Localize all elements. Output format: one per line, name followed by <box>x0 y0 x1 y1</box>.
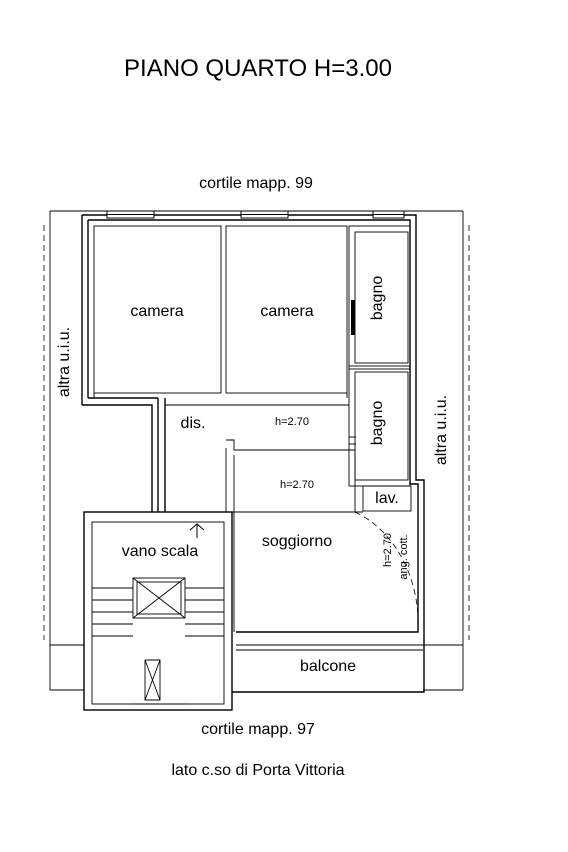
dis-height: h=2.70 <box>275 416 309 428</box>
balcony <box>236 644 423 651</box>
room-vano-scala: vano scala <box>122 543 199 560</box>
soggiorno-height: h=2.70 <box>280 479 314 491</box>
top-courtyard-label: cortile mapp. 99 <box>199 175 313 192</box>
room-labels: camera camera bagno bagno dis. h=2.70 h=… <box>122 276 410 675</box>
room-lav: lav. <box>375 490 399 507</box>
street-label: lato c.so di Porta Vittoria <box>171 762 344 779</box>
room-soggiorno: soggiorno <box>262 533 332 550</box>
stair-arrow-icon <box>189 523 205 538</box>
room-camera-2: camera <box>260 303 313 320</box>
bathroom-walls <box>348 225 412 512</box>
plan-title: PIANO QUARTO H=3.00 <box>124 55 392 82</box>
right-neighbour-label: altra u.i.u. <box>433 395 450 465</box>
neighbour-boundary <box>43 210 470 691</box>
room-camera-1: camera <box>130 303 183 320</box>
room-ang-cott: ang. cott. <box>398 534 410 579</box>
bottom-courtyard-label: cortile mapp. 97 <box>201 721 315 738</box>
apartment-walls <box>81 214 425 693</box>
bedroom-walls <box>93 225 348 398</box>
living-area-walls <box>165 404 363 632</box>
kitchen-arc <box>354 511 419 633</box>
room-bagno-1: bagno <box>369 276 386 321</box>
room-bagno-2: bagno <box>369 401 386 446</box>
stair-block <box>83 511 233 711</box>
room-dis: dis. <box>181 415 206 432</box>
left-neighbour-label: altra u.i.u. <box>56 327 73 397</box>
ang-cott-height: h=2.70 <box>382 533 394 567</box>
room-balcone: balcone <box>300 658 356 675</box>
top-windows <box>106 210 405 219</box>
